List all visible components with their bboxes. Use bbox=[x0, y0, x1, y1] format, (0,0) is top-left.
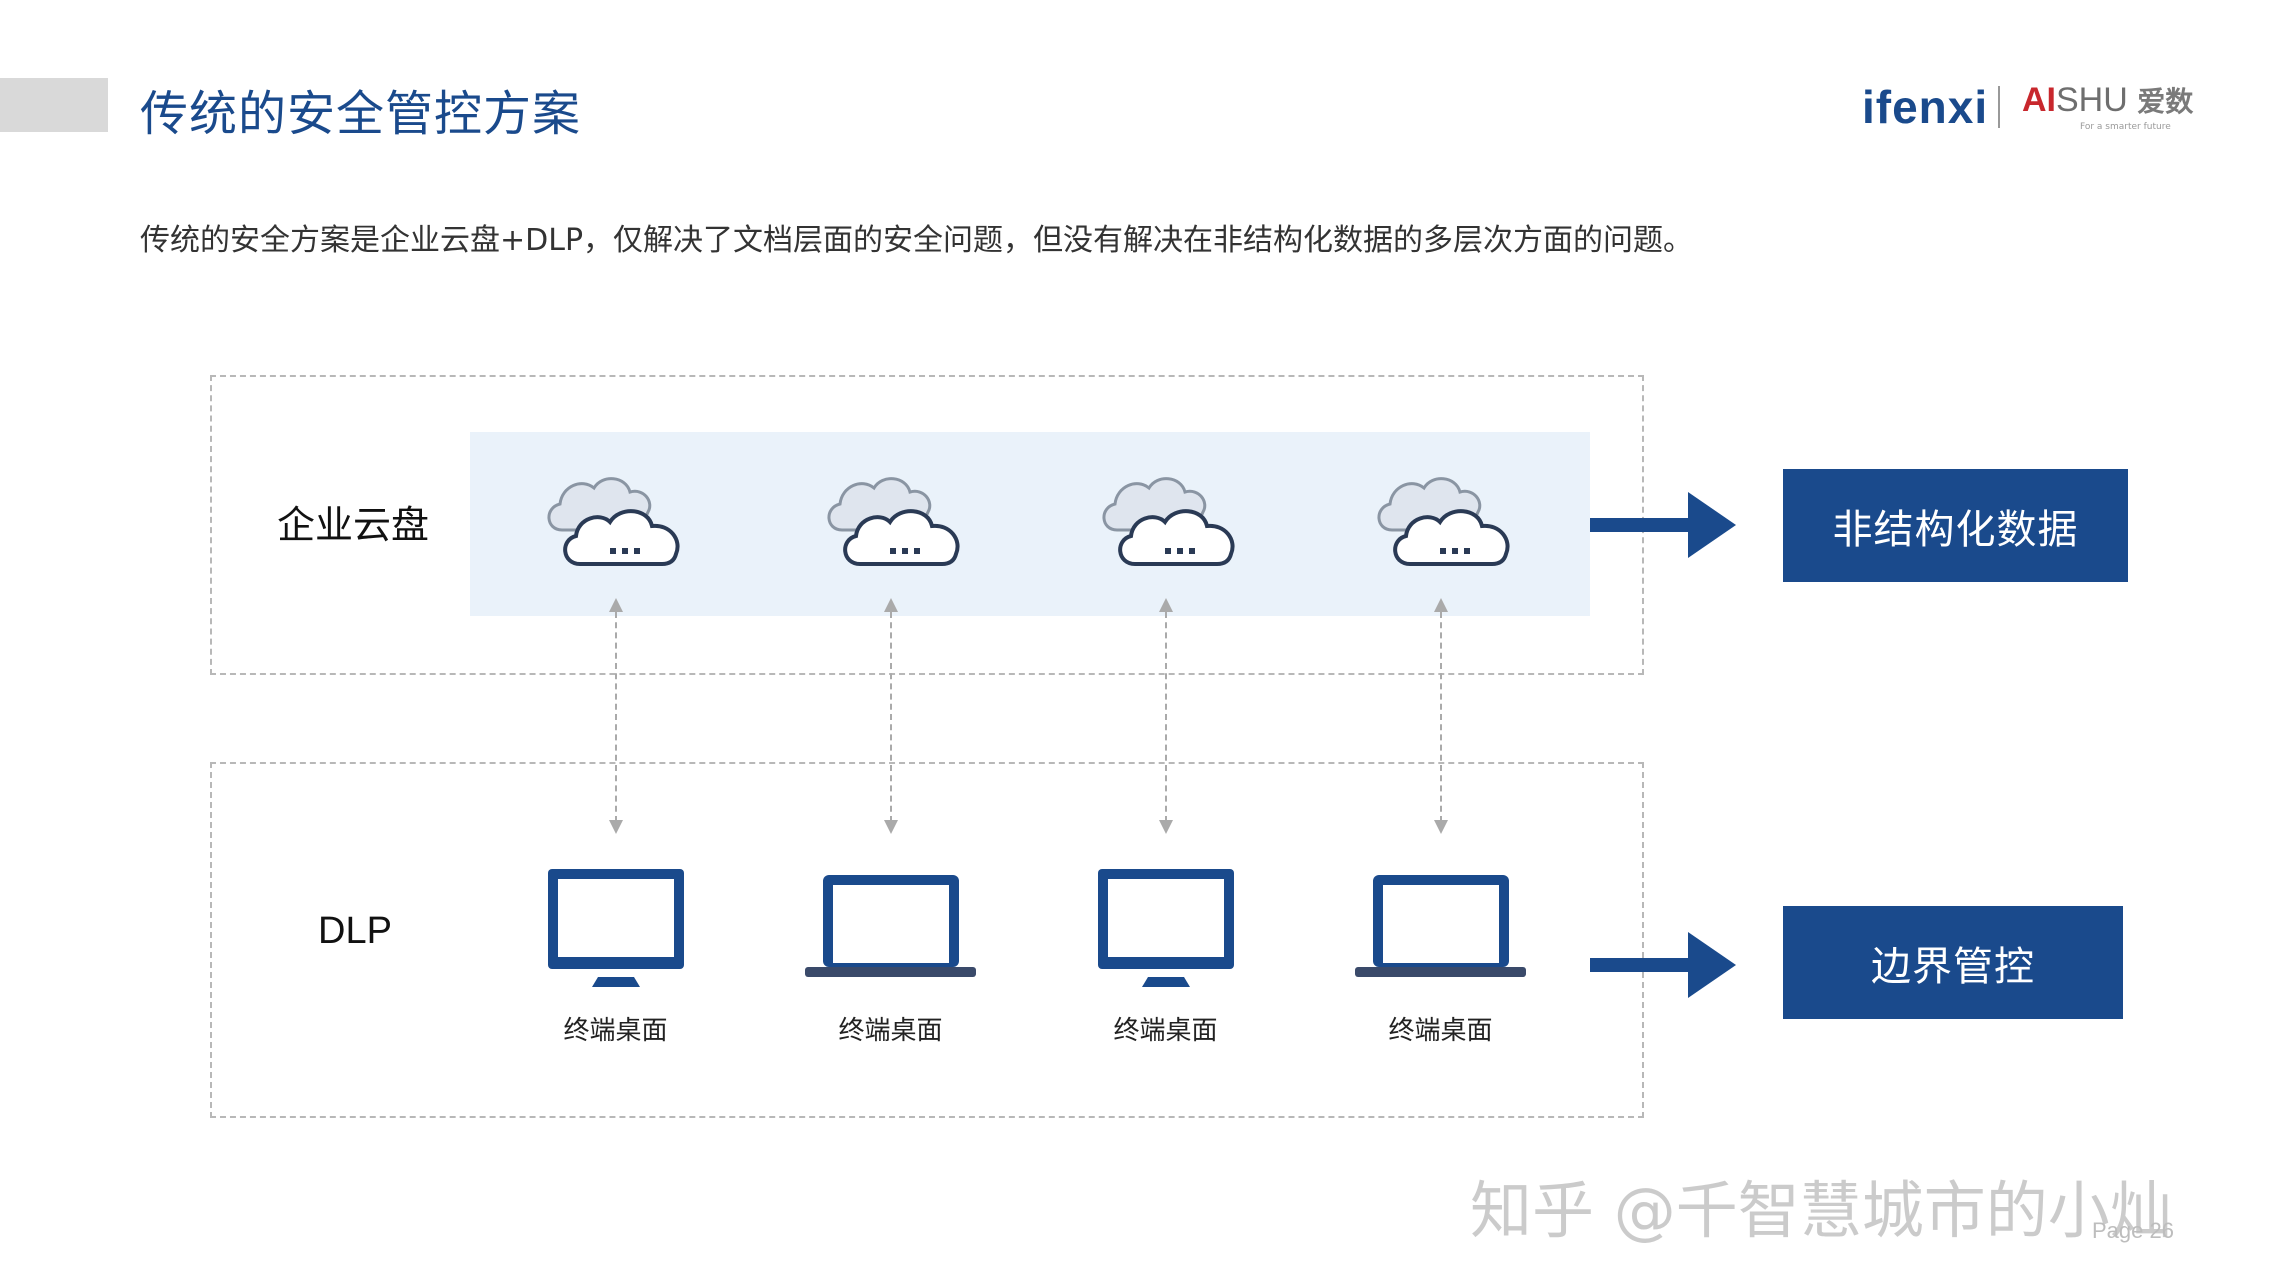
device-label: 终端桌面 bbox=[838, 1016, 943, 1046]
connector-line bbox=[890, 612, 892, 822]
connector-line bbox=[615, 612, 617, 822]
header-accent-bar bbox=[0, 78, 108, 132]
aishu-logo-cn: 爱数 bbox=[2137, 86, 2194, 117]
logo-divider bbox=[1998, 86, 2000, 128]
cloud-icon bbox=[1102, 477, 1235, 566]
device-label: 终端桌面 bbox=[1113, 1016, 1218, 1046]
connector-arrow-down bbox=[1159, 820, 1173, 834]
laptop-icon bbox=[805, 875, 976, 977]
dlp-label: DLP bbox=[318, 910, 392, 952]
watermark: 知乎 @千智慧城市的小灿 bbox=[1470, 1174, 2172, 1247]
monitor-icon bbox=[1098, 869, 1234, 987]
aishu-logo-ai: AI bbox=[2022, 81, 2056, 119]
connector-arrow-down bbox=[884, 820, 898, 834]
laptop-icon bbox=[1355, 875, 1526, 977]
page-title: 传统的安全管控方案 bbox=[140, 86, 582, 142]
device-label: 终端桌面 bbox=[563, 1016, 668, 1046]
cloud-disk-label: 企业云盘 bbox=[277, 503, 430, 547]
right-arrow-icon bbox=[1590, 492, 1736, 558]
right-arrow-icon bbox=[1590, 932, 1736, 998]
connector-arrow-down bbox=[1434, 820, 1448, 834]
ifenxi-logo: ifenxi bbox=[1862, 81, 1989, 133]
aishu-logo-tagline: For a smarter future bbox=[2080, 122, 2171, 132]
connector-arrow-up bbox=[609, 598, 623, 612]
cloud-icon bbox=[1377, 477, 1510, 566]
dlp-group bbox=[210, 762, 1644, 1118]
connector-arrow-down bbox=[609, 820, 623, 834]
cloud-icon bbox=[827, 477, 960, 566]
aishu-logo-shu: SHU bbox=[2056, 81, 2128, 119]
monitor-icon bbox=[548, 869, 684, 987]
cloud-icon bbox=[547, 477, 680, 566]
unstructured-data-box: 非结构化数据 bbox=[1783, 469, 2128, 582]
connector-arrow-up bbox=[1434, 598, 1448, 612]
page-number: Page 26 bbox=[2092, 1218, 2174, 1243]
aishu-logo: AISHU 爱数 bbox=[2022, 80, 2193, 120]
intro-text: 传统的安全方案是企业云盘+DLP，仅解决了文档层面的安全问题，但没有解决在非结构… bbox=[140, 223, 1694, 258]
boundary-control-box: 边界管控 bbox=[1783, 906, 2123, 1019]
connector-line bbox=[1165, 612, 1167, 822]
connector-arrow-up bbox=[1159, 598, 1173, 612]
device-label: 终端桌面 bbox=[1388, 1016, 1493, 1046]
connector-arrow-up bbox=[884, 598, 898, 612]
connector-line bbox=[1440, 612, 1442, 822]
